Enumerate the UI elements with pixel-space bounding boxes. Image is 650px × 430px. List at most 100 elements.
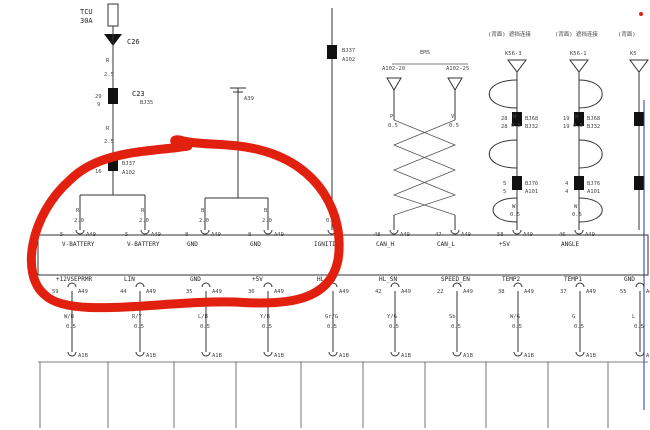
bottom-wire-gauge: 0.5 bbox=[634, 324, 644, 330]
a102-top-label: A102 bbox=[342, 57, 355, 63]
bottom-wire-gauge: 0.5 bbox=[327, 324, 337, 330]
top-pin-color: R bbox=[141, 208, 145, 214]
bottom-wire-gauge: 0.5 bbox=[512, 324, 522, 330]
top-pin-color: B bbox=[264, 208, 268, 214]
bottom-pin-connector: A49 bbox=[212, 289, 222, 295]
red-marker-icon bbox=[639, 12, 643, 16]
top-pin-signal: ANGLE bbox=[561, 241, 579, 248]
k56-3-label: K56-3 bbox=[505, 51, 522, 57]
bottom-pin-signal: +12VSEPRMR bbox=[56, 276, 93, 283]
bj68-b-pin2: 19 bbox=[563, 124, 570, 130]
can-l-terminal-icon bbox=[447, 77, 463, 91]
bottom-terminal-icon bbox=[135, 351, 145, 357]
bottom-terminal-icon bbox=[390, 351, 400, 357]
connector-k5-a-icon bbox=[634, 112, 644, 126]
a39-label: A39 bbox=[244, 96, 254, 102]
bottom-wire-gauge: 0.5 bbox=[200, 324, 210, 330]
bottom-terminal-connector: A1B bbox=[586, 353, 597, 359]
bottom-wire-gauge: 0.5 bbox=[134, 324, 144, 330]
pin-terminal-icon bbox=[389, 229, 399, 235]
bottom-terminal-connector: A1B bbox=[274, 353, 285, 359]
top-pin-gauge: 0.5 bbox=[388, 123, 398, 129]
top-pin-signal: GND bbox=[250, 241, 261, 248]
top-pin-signal: CAN_L bbox=[437, 241, 455, 248]
top-pin-number: 8 bbox=[248, 232, 251, 238]
wire-gauge-g1: 2.5 bbox=[104, 72, 114, 78]
top-pin-connector: A49 bbox=[274, 232, 284, 238]
top-pin-connector: A49 bbox=[523, 232, 533, 238]
wire-color-r2: R bbox=[106, 126, 110, 132]
bottom-terminal-icon bbox=[513, 351, 523, 357]
top-pin-signal: CAN_H bbox=[376, 241, 394, 248]
top-pin-gauge: 2.0 bbox=[139, 218, 149, 224]
bottom-terminal-icon bbox=[201, 351, 211, 357]
bj76-b-pin2: 4 bbox=[565, 189, 569, 195]
bottom-wire-color: L bbox=[632, 314, 636, 320]
c26-label: C26 bbox=[127, 38, 140, 46]
ignition-branch: BJ37 A102 bbox=[327, 8, 355, 230]
bj37-top-label: BJ37 bbox=[342, 48, 355, 54]
bottom-pin-connector: A49 bbox=[78, 289, 88, 295]
top-pin-number: 58 bbox=[497, 232, 504, 238]
bottom-terminal-connector: A1B bbox=[78, 353, 89, 359]
top-pin-gauge: 2.0 bbox=[74, 218, 84, 224]
bottom-wire-color: G bbox=[572, 314, 575, 320]
connector-k5-b-icon bbox=[634, 176, 644, 190]
top-pin-number: 8 bbox=[185, 232, 188, 238]
bj68-a-label: BJ68 bbox=[525, 116, 538, 122]
bottom-terminal-icon bbox=[452, 351, 462, 357]
fuse-label: TCU bbox=[80, 8, 93, 16]
bottom-pin-number: 42 bbox=[375, 289, 382, 295]
bj68-a-pin2: 28 bbox=[501, 124, 508, 130]
top-pin-connector: A49 bbox=[400, 232, 410, 238]
bottom-pin-signal: TEMP2 bbox=[502, 276, 520, 283]
bottom-pin-number: 35 bbox=[186, 289, 193, 295]
bottom-pin-connector: A49 bbox=[586, 289, 596, 295]
bottom-pin-signal: GND bbox=[190, 276, 201, 283]
bottom-wire-color: Y/B bbox=[260, 314, 271, 320]
bj76-b-label: BJ76 bbox=[587, 181, 600, 187]
top-pin-gauge: 2.0 bbox=[262, 218, 272, 224]
top-pin-number: 48 bbox=[374, 232, 381, 238]
bottom-pin-connector: A49 bbox=[524, 289, 534, 295]
pin-terminal-icon bbox=[135, 282, 145, 288]
pin-terminal-icon bbox=[452, 282, 462, 288]
top-pin-connector: A49 bbox=[86, 232, 96, 238]
a102-20-label: A102-20 bbox=[382, 66, 405, 72]
pin-terminal-icon bbox=[574, 229, 584, 235]
right-wire-color-1: W bbox=[512, 204, 516, 210]
top-pin-signal: IGNITION bbox=[314, 241, 343, 248]
top-pin-number: 5 bbox=[60, 232, 63, 238]
right-wire-color-2: W bbox=[574, 204, 578, 210]
bottom-pin-number: 22 bbox=[437, 289, 444, 295]
right-wire-gauge-1: 0.5 bbox=[510, 212, 520, 218]
connector-bj68-b-icon bbox=[574, 112, 584, 126]
top-pin-number: 47 bbox=[435, 232, 442, 238]
bottom-wire-color: L/B bbox=[198, 314, 209, 320]
k56-1-label: K56-1 bbox=[570, 51, 587, 57]
bottom-wire-gauge: 0.5 bbox=[574, 324, 584, 330]
bottom-pin-connector: A49 bbox=[339, 289, 349, 295]
bottom-wire-gauge: 0.5 bbox=[262, 324, 272, 330]
a101-a-label: A101 bbox=[525, 189, 538, 195]
ems-label: EMS bbox=[420, 50, 430, 56]
pin-terminal-icon bbox=[263, 282, 273, 288]
connector-bj68-a-icon bbox=[512, 112, 522, 126]
bottom-pin-number: 36 bbox=[248, 289, 255, 295]
wire-color-r1: R bbox=[106, 58, 110, 64]
pin-terminal-icon bbox=[450, 229, 460, 235]
top-pin-signal: V-BATTERY bbox=[127, 241, 160, 248]
bj32-b-label: BJ32 bbox=[587, 124, 600, 130]
bj76-a-pin: 5 bbox=[503, 181, 506, 187]
bottom-terminal-icon bbox=[575, 351, 585, 357]
pin-terminal-icon bbox=[513, 282, 523, 288]
bj37-label: BJ37 bbox=[122, 161, 135, 167]
wire-gauge-g2: 2.5 bbox=[104, 139, 114, 145]
pin-terminal-icon bbox=[75, 229, 85, 235]
a102-25-label: A102-25 bbox=[446, 66, 469, 72]
bottom-pin-connector: A49 bbox=[146, 289, 156, 295]
bottom-pin-signal: HL_SN bbox=[379, 276, 397, 283]
bottom-pin-signal: SPEED_EN bbox=[441, 276, 470, 283]
bottom-pin-number: 59 bbox=[52, 289, 59, 295]
